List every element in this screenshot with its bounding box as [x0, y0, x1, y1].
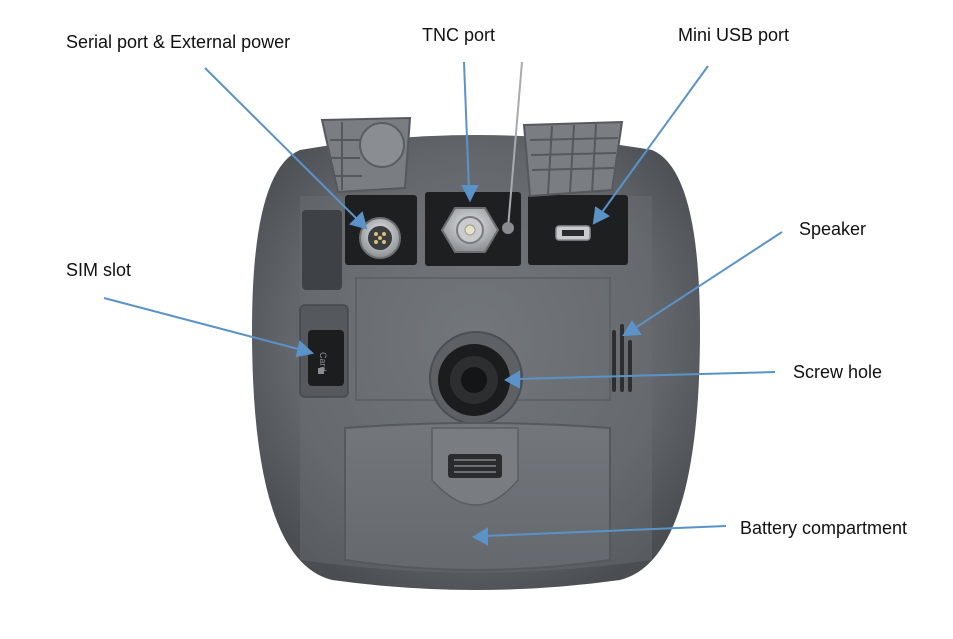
serial-port-leader [204, 67, 368, 230]
battery-door [344, 422, 611, 571]
screw-hole [429, 331, 523, 425]
mini-usb-connector [555, 225, 591, 241]
label-sim-slot: SIM slot [66, 260, 132, 280]
sim-slot-leader [103, 297, 315, 358]
battery-leader [471, 525, 727, 546]
sim-card-text: Card [318, 352, 328, 372]
serial-port-flap [320, 116, 412, 194]
label-screw-hole: Screw hole [793, 362, 883, 382]
screw-hole-leader [503, 370, 776, 389]
leader-lines [103, 61, 783, 546]
label-battery-compartment: Battery compartment [740, 518, 908, 538]
label-serial-port: Serial port & External power [66, 32, 291, 52]
label-tnc-port: TNC port [422, 25, 496, 45]
serial-connector [359, 217, 401, 259]
tnc-connector [440, 61, 523, 253]
mini-usb-leader [592, 65, 709, 225]
tnc-port-leader [461, 61, 479, 203]
label-mini-usb-port: Mini USB port [678, 25, 790, 45]
speaker-leader [622, 231, 783, 337]
label-speaker: Speaker [799, 219, 867, 239]
usb-port-flap [522, 120, 624, 198]
